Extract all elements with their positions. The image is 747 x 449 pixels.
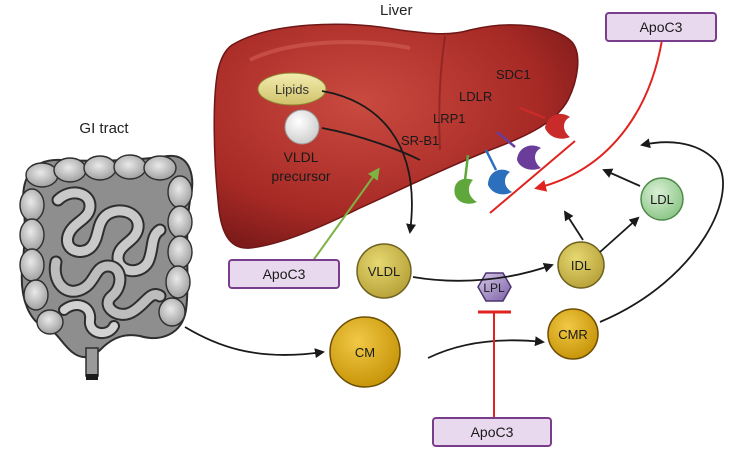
ldl-label: LDL [650,192,674,207]
receptor-label-ldlr: LDLR [459,89,492,104]
arrow-cmr-to-receptor [599,138,724,323]
receptor-label-lrp1: LRP1 [433,111,466,126]
receptor-lrp1 [484,149,512,195]
receptor-sdc1 [519,106,570,139]
apoc3-receptor-label: ApoC3 [640,19,683,35]
lipids-droplet: Lipids [257,72,327,106]
vldl-precursor-label-line2: precursor [271,168,330,184]
arrow-precursor-to-vldl [321,127,421,161]
gi-tract-organ [19,154,194,380]
receptor-ldlr [496,131,541,170]
idl-label: IDL [571,258,591,273]
pathway-arrows [184,90,724,359]
receptor-label-sdc1: SDC1 [496,67,531,82]
liver-label: Liver [380,2,413,19]
apoc3-box-lpl: ApoC3 [432,417,552,447]
lpl-label: LPL [483,281,505,295]
lpl-inhibition [478,310,511,418]
arrow-vldl-to-idl [412,262,554,282]
cm-label: CM [355,345,375,360]
gi-tract-label: GI tract [79,120,129,137]
arrow-gi-to-cm [184,326,325,359]
apoc3-lpl-label: ApoC3 [471,424,514,440]
cmr-label: CMR [558,327,588,342]
liver-organ [213,23,579,249]
vldl-label: VLDL [368,264,401,279]
arrow-cm-to-cmr [427,336,545,359]
arrow-idl-to-receptor [563,210,584,241]
cm-particle: CM [329,316,401,388]
vldl-precursor-particle [284,109,320,145]
receptor-sr-b1 [454,154,477,204]
vldl-particle: VLDL [356,243,412,299]
vldl-precursor-label-line1: VLDL [283,149,318,165]
cmr-particle: CMR [547,308,599,360]
apoc3-activation-arrow [311,167,380,263]
ldl-particle: LDL [640,177,684,221]
receptor-inhibition-bar [489,140,576,214]
lipids-label: Lipids [275,82,309,97]
arrow-lipids-to-vldl [321,90,416,234]
apoc3-liver-label: ApoC3 [263,266,306,282]
arrow-idl-to-ldl [599,216,640,253]
apoc3-receptor-arrow [534,39,663,192]
apoc3-box-receptor: ApoC3 [605,12,717,42]
arrow-ldl-to-receptor [602,168,641,187]
idl-particle: IDL [557,241,605,289]
receptor-label-srb1: SR-B1 [401,133,439,148]
apoc3-box-liver: ApoC3 [228,259,340,289]
